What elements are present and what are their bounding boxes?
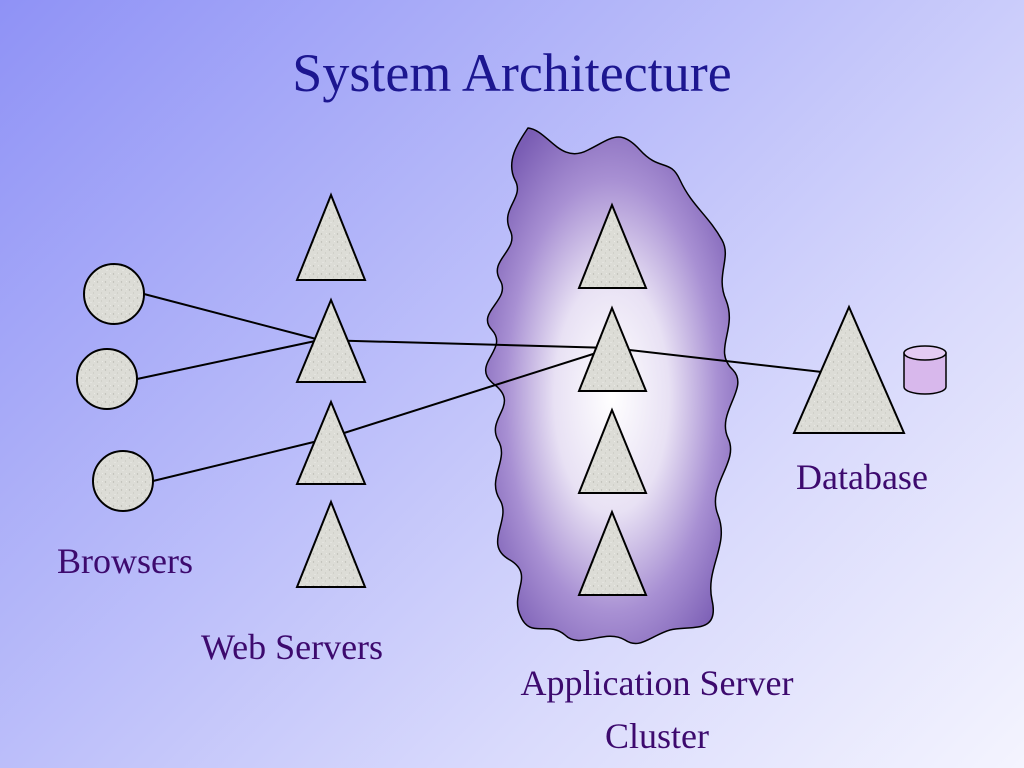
server-triangle-icon: [295, 499, 367, 588]
server-triangle-icon: [577, 305, 648, 392]
web-servers-label: Web Servers: [201, 627, 384, 667]
browsers-group: [76, 263, 154, 512]
database-server-triangle-icon: [792, 304, 906, 434]
link-web3-app: [321, 347, 613, 441]
server-triangle-icon: [577, 202, 648, 289]
browser-circle-icon: [83, 263, 145, 325]
link-app-db: [611, 347, 823, 373]
connection-lines: [136, 293, 823, 482]
database-label: Database: [796, 457, 928, 497]
database-cylinder-icon: [903, 345, 947, 395]
link-browser3-web: [152, 439, 323, 482]
app-cluster-label-line1: Application Server: [520, 663, 794, 703]
web-servers-group: [295, 192, 367, 588]
server-triangle-icon: [577, 509, 648, 596]
browsers-label: Browsers: [57, 541, 193, 581]
server-triangle-icon: [295, 192, 367, 281]
link-web-app: [319, 339, 613, 349]
app-cluster-label-line2: Cluster: [605, 716, 709, 756]
server-triangle-icon: [295, 399, 367, 485]
app-servers-group: [577, 202, 648, 596]
browser-circle-icon: [76, 348, 138, 410]
link-browser2-web: [136, 339, 321, 380]
link-browser1-web: [143, 293, 321, 341]
browser-circle-icon: [92, 450, 154, 512]
page-title: System Architecture: [292, 43, 732, 103]
server-triangle-icon: [295, 297, 367, 383]
server-triangle-icon: [577, 407, 648, 494]
